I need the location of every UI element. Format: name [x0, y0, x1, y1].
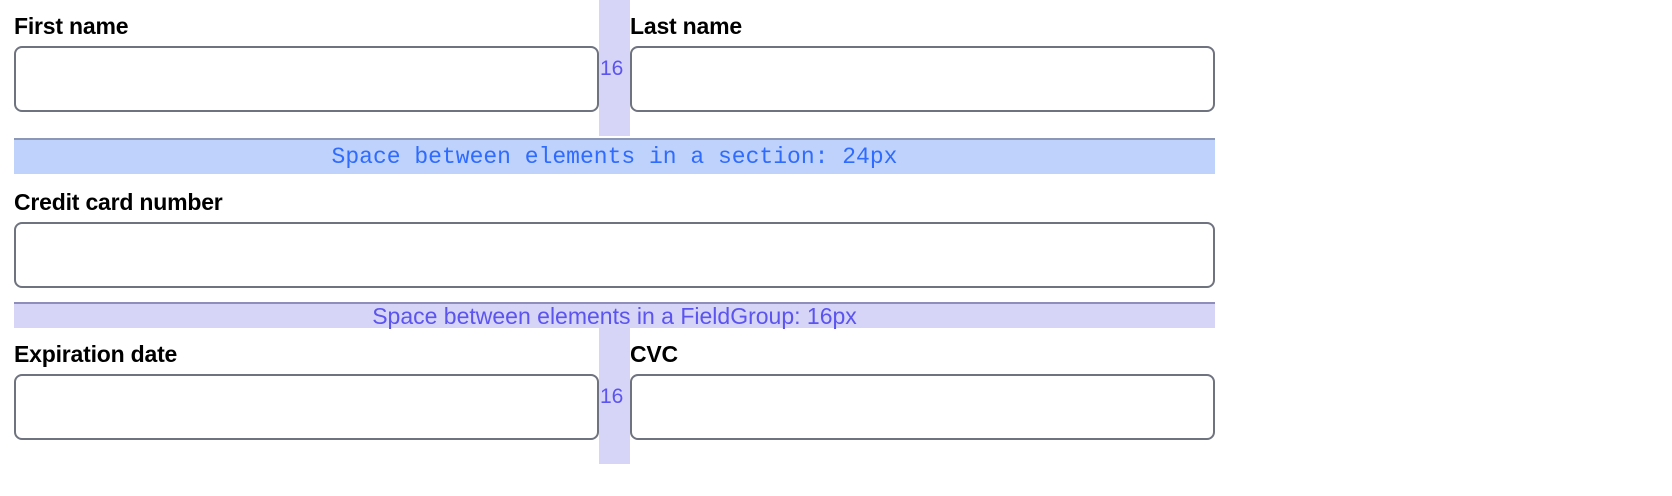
- form-content: First name 16 Last name Space between el…: [14, 0, 1215, 496]
- field-row-name: First name 16 Last name: [14, 0, 1215, 136]
- gap-strip-expiry-row: 16: [599, 328, 630, 464]
- label-credit-card-number: Credit card number: [14, 189, 223, 215]
- input-credit-card-number[interactable]: [14, 222, 1215, 288]
- annotation-band-section-text: Space between elements in a section: 24p…: [331, 144, 898, 170]
- annotation-band-section: Space between elements in a section: 24p…: [14, 138, 1215, 174]
- input-expiration-date[interactable]: [14, 374, 599, 440]
- input-last-name[interactable]: [630, 46, 1215, 112]
- input-first-name[interactable]: [14, 46, 599, 112]
- gap-size-label: 16: [600, 385, 624, 408]
- annotation-band-fieldgroup-text: Space between elements in a FieldGroup: …: [372, 302, 857, 329]
- gap-strip-name-row: 16: [599, 0, 630, 136]
- label-last-name: Last name: [630, 13, 742, 39]
- field-row-credit-card: Credit card number: [14, 176, 1215, 298]
- field-row-expiry: Expiration date 16 CVC: [14, 328, 1215, 464]
- field-credit-card-number: Credit card number: [14, 176, 1215, 298]
- label-first-name: First name: [14, 13, 129, 39]
- field-cvc: CVC: [630, 328, 1215, 464]
- field-expiration-date: Expiration date: [14, 328, 599, 464]
- field-first-name: First name: [14, 0, 599, 136]
- gap-size-label: 16: [600, 57, 624, 80]
- input-cvc[interactable]: [630, 374, 1215, 440]
- label-cvc: CVC: [630, 341, 678, 367]
- label-expiration-date: Expiration date: [14, 341, 178, 367]
- field-last-name: Last name: [630, 0, 1215, 136]
- annotation-band-fieldgroup: Space between elements in a FieldGroup: …: [14, 302, 1215, 329]
